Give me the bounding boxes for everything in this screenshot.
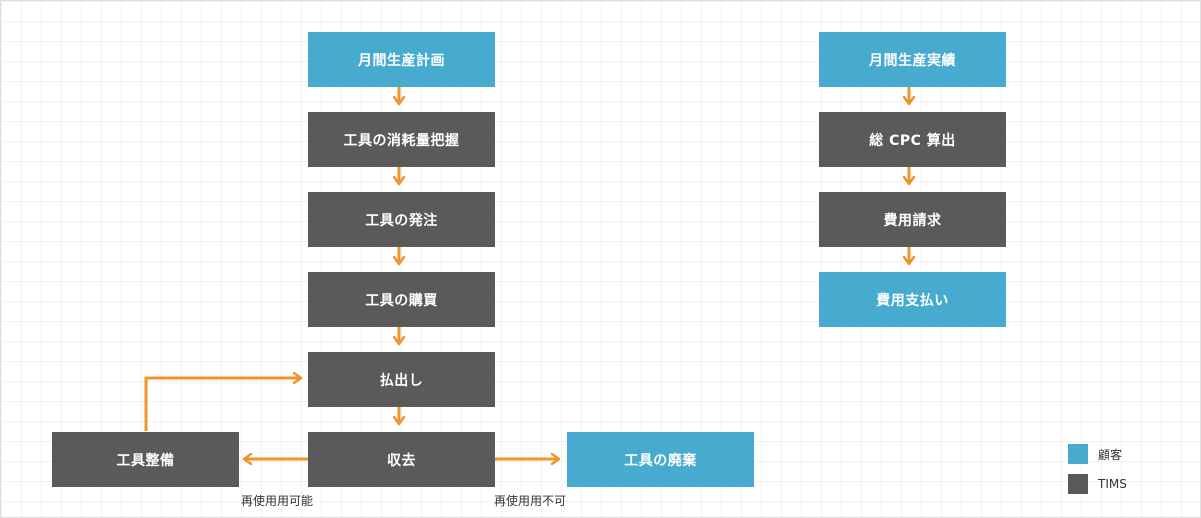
tool-purchase-box: 工具の購買 xyxy=(308,272,495,327)
arrow-maintenance-to-issue xyxy=(144,378,301,431)
billing-box: 費用請求 xyxy=(819,192,1006,247)
tool-order-box: 工具の発注 xyxy=(308,192,495,247)
tool-collection-box: 収去 xyxy=(308,432,495,487)
legend-tims-label: TIMS xyxy=(1098,477,1127,491)
total-cpc-box: 総 CPC 算出 xyxy=(819,112,1006,167)
monthly-production-plan-box: 月間生産計画 xyxy=(308,32,495,87)
tool-disposal-box: 工具の廃棄 xyxy=(567,432,754,487)
legend-customer-label: 顧客 xyxy=(1098,447,1123,462)
payment-box: 費用支払い xyxy=(819,272,1006,327)
tool-issue-box: 払出し xyxy=(308,352,495,407)
not-reusable-note: 再使用用不可 xyxy=(494,494,567,508)
reusable-note: 再使用用可能 xyxy=(241,494,314,508)
legend-tims-swatch xyxy=(1068,474,1088,494)
legend-customer: 顧客 xyxy=(1068,444,1122,464)
tool-maintenance-box: 工具整備 xyxy=(52,432,239,487)
legend-customer-swatch xyxy=(1068,444,1088,464)
monthly-production-results-box: 月間生産実績 xyxy=(819,32,1006,87)
legend-tims: TIMS xyxy=(1068,474,1127,494)
tool-consumption-box: 工具の消耗量把握 xyxy=(308,112,495,167)
